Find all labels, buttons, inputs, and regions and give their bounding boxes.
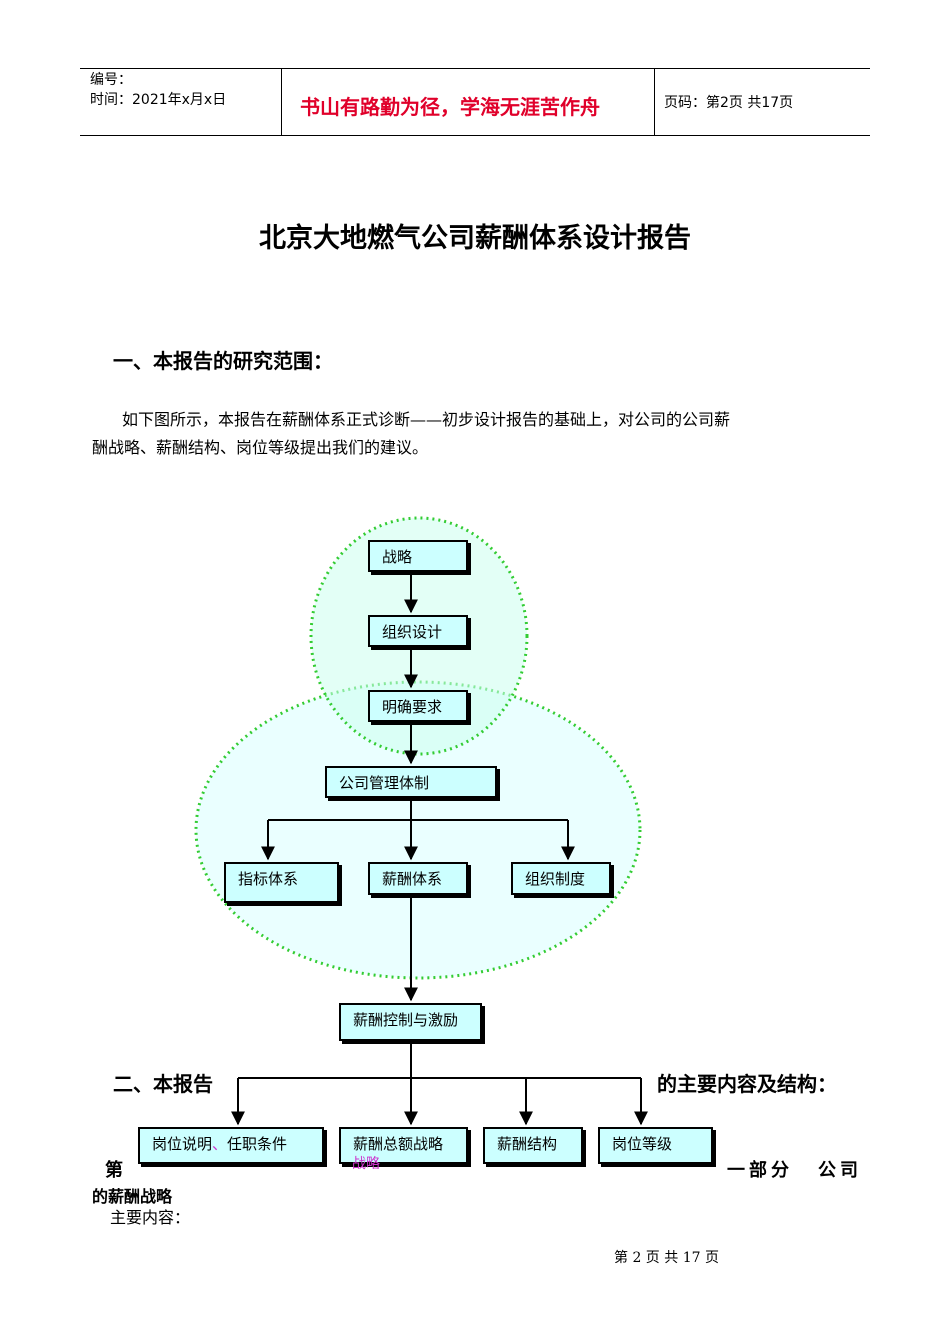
job-desc-separator: 、 xyxy=(212,1135,228,1153)
box-job-grade: 岗位等级 xyxy=(598,1127,713,1164)
box-comp-system: 薪酬体系 xyxy=(368,862,468,895)
section2-heading-right: 的主要内容及结构： xyxy=(657,1072,837,1096)
header-page-label: 页码：第2页 共17页 xyxy=(664,95,794,111)
total-comp-overflow-text: 战略 xyxy=(352,1156,380,1172)
header-bottom-rule xyxy=(80,135,870,136)
part1-label: 一部分 xyxy=(727,1160,793,1181)
scope-ellipse-large xyxy=(194,680,642,980)
header-divider-2 xyxy=(654,68,655,136)
header-divider-1 xyxy=(281,68,282,136)
box-job-desc: 岗位说明、任职条件 xyxy=(138,1127,324,1164)
part1-prefix: 第 xyxy=(105,1160,123,1181)
box-requirements: 明确要求 xyxy=(368,690,468,722)
header-top-rule xyxy=(80,68,870,69)
job-desc-label: 岗位说明 xyxy=(152,1135,213,1153)
box-org-design: 组织设计 xyxy=(368,615,468,647)
section1-paragraph-line2: 酬战略、薪酬结构、岗位等级提出我们的建议。 xyxy=(92,438,429,457)
box-kpi-system: 指标体系 xyxy=(224,862,339,903)
section2-heading-left: 二、本报告 xyxy=(113,1072,213,1096)
box-strategy: 战略 xyxy=(368,540,468,572)
section1-paragraph-line1: 如下图所示，本报告在薪酬体系正式诊断——初步设计报告的基础上，对公司的公司薪 xyxy=(122,410,731,429)
main-content-label: 主要内容： xyxy=(110,1208,191,1227)
header-time-label: 时间：2021年x月x日 xyxy=(90,92,227,108)
page-footer: 第 2 页 共 17 页 xyxy=(614,1250,719,1266)
part1-company: 公司 xyxy=(818,1160,862,1181)
job-desc-label-2: 任职条件 xyxy=(227,1135,288,1153)
box-org-rules: 组织制度 xyxy=(511,862,611,895)
section1-heading: 一、本报告的研究范围： xyxy=(113,349,333,373)
box-total-comp: 薪酬总额战略 xyxy=(339,1127,468,1164)
box-comp-control: 薪酬控制与激励 xyxy=(339,1003,482,1041)
box-mgmt-system: 公司管理体制 xyxy=(325,766,497,798)
header-motto: 书山有路勤为径，学海无涯苦作舟 xyxy=(300,95,600,119)
page-title: 北京大地燃气公司薪酬体系设计报告 xyxy=(259,223,691,254)
part1-title-line2: 的薪酬战略 xyxy=(92,1187,173,1206)
header-number-label: 编号： xyxy=(90,72,132,88)
box-comp-structure: 薪酬结构 xyxy=(483,1127,583,1164)
